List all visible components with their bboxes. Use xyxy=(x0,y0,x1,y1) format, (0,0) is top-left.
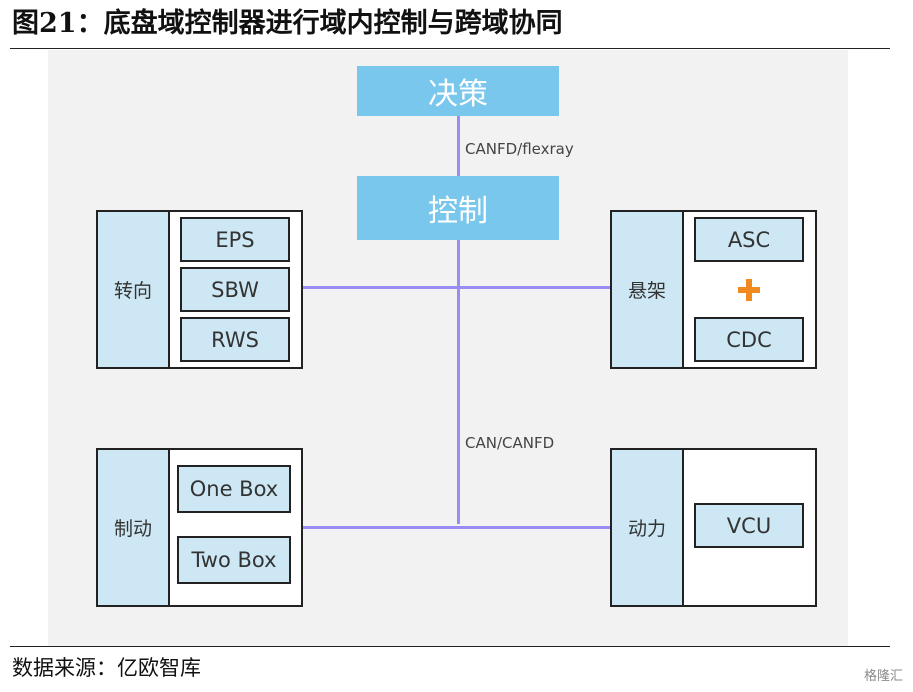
cdc-box: CDC xyxy=(694,317,804,362)
one-box-item: One Box xyxy=(177,465,291,513)
sbw-box: SBW xyxy=(180,267,290,312)
asc-box: ASC xyxy=(694,217,804,262)
watermark: 格隆汇 xyxy=(863,669,903,684)
braking-label: 制动 xyxy=(98,450,170,605)
figure-title: 图21：底盘域控制器进行域内控制与跨域协同 xyxy=(12,8,563,39)
power-group: 动力 VCU xyxy=(610,448,817,607)
steering-label: 转向 xyxy=(98,212,170,367)
two-box-item: Two Box xyxy=(177,536,291,584)
upper-bus-horizontal xyxy=(302,286,612,289)
control-box: 控制 xyxy=(357,176,559,240)
link-label-bus: CAN/CANFD xyxy=(465,434,555,452)
eps-box: EPS xyxy=(180,217,290,262)
rws-box: RWS xyxy=(180,317,290,362)
link-label-top: CANFD/flexray xyxy=(465,140,574,158)
title-rule xyxy=(10,48,890,49)
plus-icon xyxy=(738,279,760,301)
braking-group: 制动 One Box Two Box xyxy=(96,448,303,607)
power-label: 动力 xyxy=(612,450,684,605)
decision-box: 决策 xyxy=(357,66,559,116)
main-bus-vertical xyxy=(457,240,460,524)
diagram-canvas: CANFD/flexray CAN/CANFD 决策 控制 转向 EPS SBW… xyxy=(48,50,848,646)
source-note: 数据来源：亿欧智库 xyxy=(12,656,201,680)
suspension-label: 悬架 xyxy=(612,212,684,367)
decision-control-connector xyxy=(457,116,460,228)
vcu-box: VCU xyxy=(694,503,804,548)
suspension-group: 悬架 ASC CDC xyxy=(610,210,817,369)
steering-group: 转向 EPS SBW RWS xyxy=(96,210,303,369)
lower-bus-horizontal xyxy=(302,526,612,529)
source-rule xyxy=(10,646,890,647)
